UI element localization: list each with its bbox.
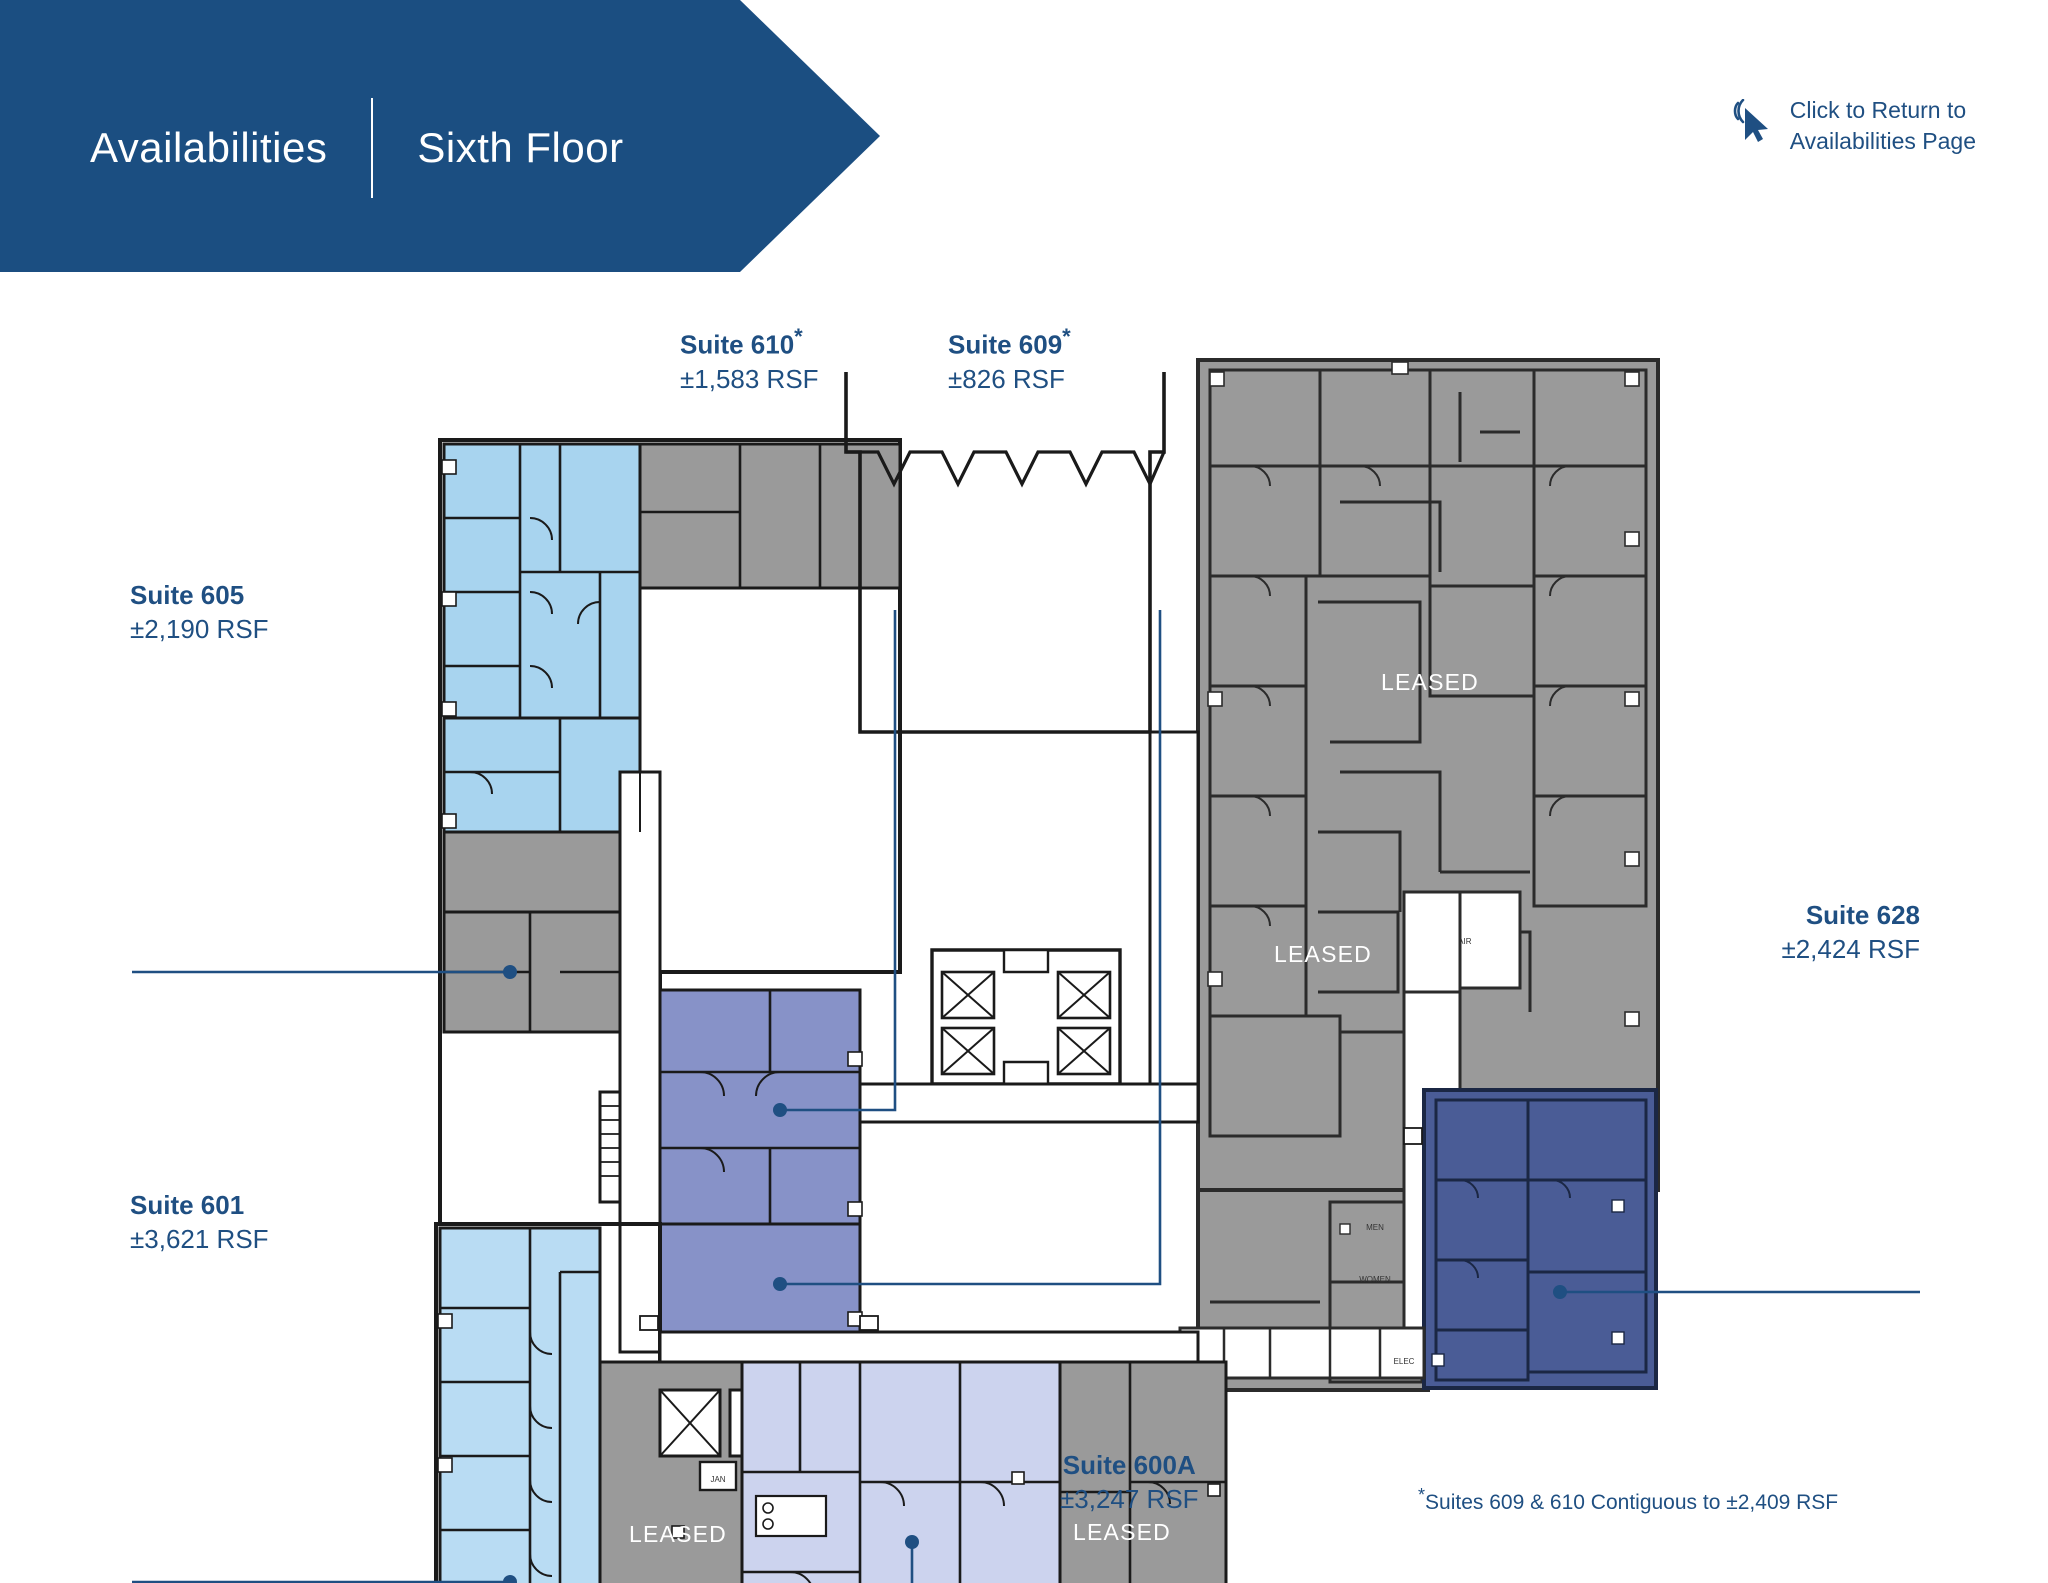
callout-suite-605: Suite 605 ±2,190 RSF — [130, 578, 269, 646]
footnote-star: * — [1418, 1485, 1426, 1505]
atrium-void — [844, 372, 1166, 734]
suite-600a-area[interactable] — [740, 1360, 1062, 1583]
leased-mid-left: LEASED — [479, 1151, 577, 1177]
page-title: Availabilities — [90, 124, 328, 171]
suite-601-area[interactable] — [437, 1226, 602, 1583]
leased-bottom-mid: LEASED — [1073, 1519, 1171, 1545]
callout-suite-600a-rsf: ±3,247 RSF — [1060, 1484, 1199, 1514]
callout-suite-609: Suite 609* ±826 RSF — [948, 320, 1071, 396]
return-link-line2: Availabilities Page — [1789, 128, 1976, 154]
header-title-group: Availabilities Sixth Floor — [90, 98, 624, 198]
footnote-text: Suites 609 & 610 Contiguous to ±2,409 RS… — [1425, 1491, 1839, 1514]
title-divider — [371, 98, 374, 198]
label-men-right: MEN — [1366, 1223, 1384, 1232]
callout-suite-609-name: Suite 609* — [948, 324, 1071, 360]
leased-top-right: LEASED — [1381, 669, 1479, 695]
return-link-line1: Click to Return to — [1789, 97, 1967, 123]
suite-610-area[interactable] — [658, 988, 863, 1354]
cursor-click-icon — [1732, 98, 1772, 143]
callout-suite-610: Suite 610* ±1,583 RSF — [680, 320, 819, 396]
callout-suite-610-name: Suite 610* — [680, 324, 803, 360]
label-women-right: WOMEN — [1359, 1275, 1391, 1284]
floorplan-diagram: LEASED LEASED LEASED MEN WOMEN STAIR — [0, 272, 2048, 1583]
leased-right-core: LEASED — [1274, 941, 1372, 967]
center-corridors — [858, 730, 1200, 1124]
header-banner-shape — [0, 0, 880, 272]
return-to-availabilities-link[interactable]: Click to Return to Availabilities Page — [1732, 95, 1976, 157]
footnote: *Suites 609 & 610 Contiguous to ±2,409 R… — [1418, 1485, 1838, 1515]
leader-lines — [132, 610, 1920, 1583]
east-leased-block: LEASED LEASED LEASED — [1196, 358, 1660, 1287]
label-elec-right: ELEC — [1394, 1357, 1415, 1366]
callout-suite-601: Suite 601 ±3,621 RSF — [130, 1188, 269, 1256]
header-banner: Availabilities Sixth Floor — [0, 0, 880, 272]
callout-suite-601-rsf: ±3,621 RSF — [130, 1224, 269, 1254]
west-corridor — [618, 770, 662, 1354]
callout-suite-605-rsf: ±2,190 RSF — [130, 614, 269, 644]
suite-628-area[interactable] — [1422, 1088, 1658, 1390]
leased-upper-left: LEASED — [721, 911, 819, 937]
callout-suite-605-name: Suite 605 — [130, 580, 245, 610]
callout-suite-600a-name: Suite 600A — [1062, 1450, 1196, 1480]
corridor-door-markers — [639, 1127, 1423, 1331]
callout-suite-610-rsf: ±1,583 RSF — [680, 363, 819, 394]
callout-suite-600a: Suite 600A ±3,247 RSF — [1060, 1448, 1199, 1516]
suite-605-area[interactable] — [441, 442, 642, 914]
return-link-text: Click to Return to Availabilities Page — [1790, 95, 1976, 157]
callout-suite-601-name: Suite 601 — [130, 1190, 245, 1220]
floor-title: Sixth Floor — [417, 124, 624, 171]
northwest-leased: LEASED LEASED — [442, 442, 902, 1177]
south-corridor — [658, 1330, 1200, 1364]
label-jan-left: JAN — [710, 1475, 725, 1484]
leader-dots — [503, 965, 1567, 1583]
callout-suite-609-rsf: ±826 RSF — [948, 363, 1065, 394]
leased-bottom-left: LEASED — [629, 1521, 727, 1547]
center-elevator-core — [930, 948, 1122, 1086]
callout-suite-628-name: Suite 628 — [1805, 900, 1920, 930]
callout-suite-628-rsf: ±2,424 RSF — [1781, 934, 1920, 964]
callout-suite-628: Suite 628 ±2,424 RSF — [1781, 898, 1920, 966]
floorplan-svg: LEASED LEASED LEASED MEN WOMEN STAIR — [132, 358, 1920, 1583]
